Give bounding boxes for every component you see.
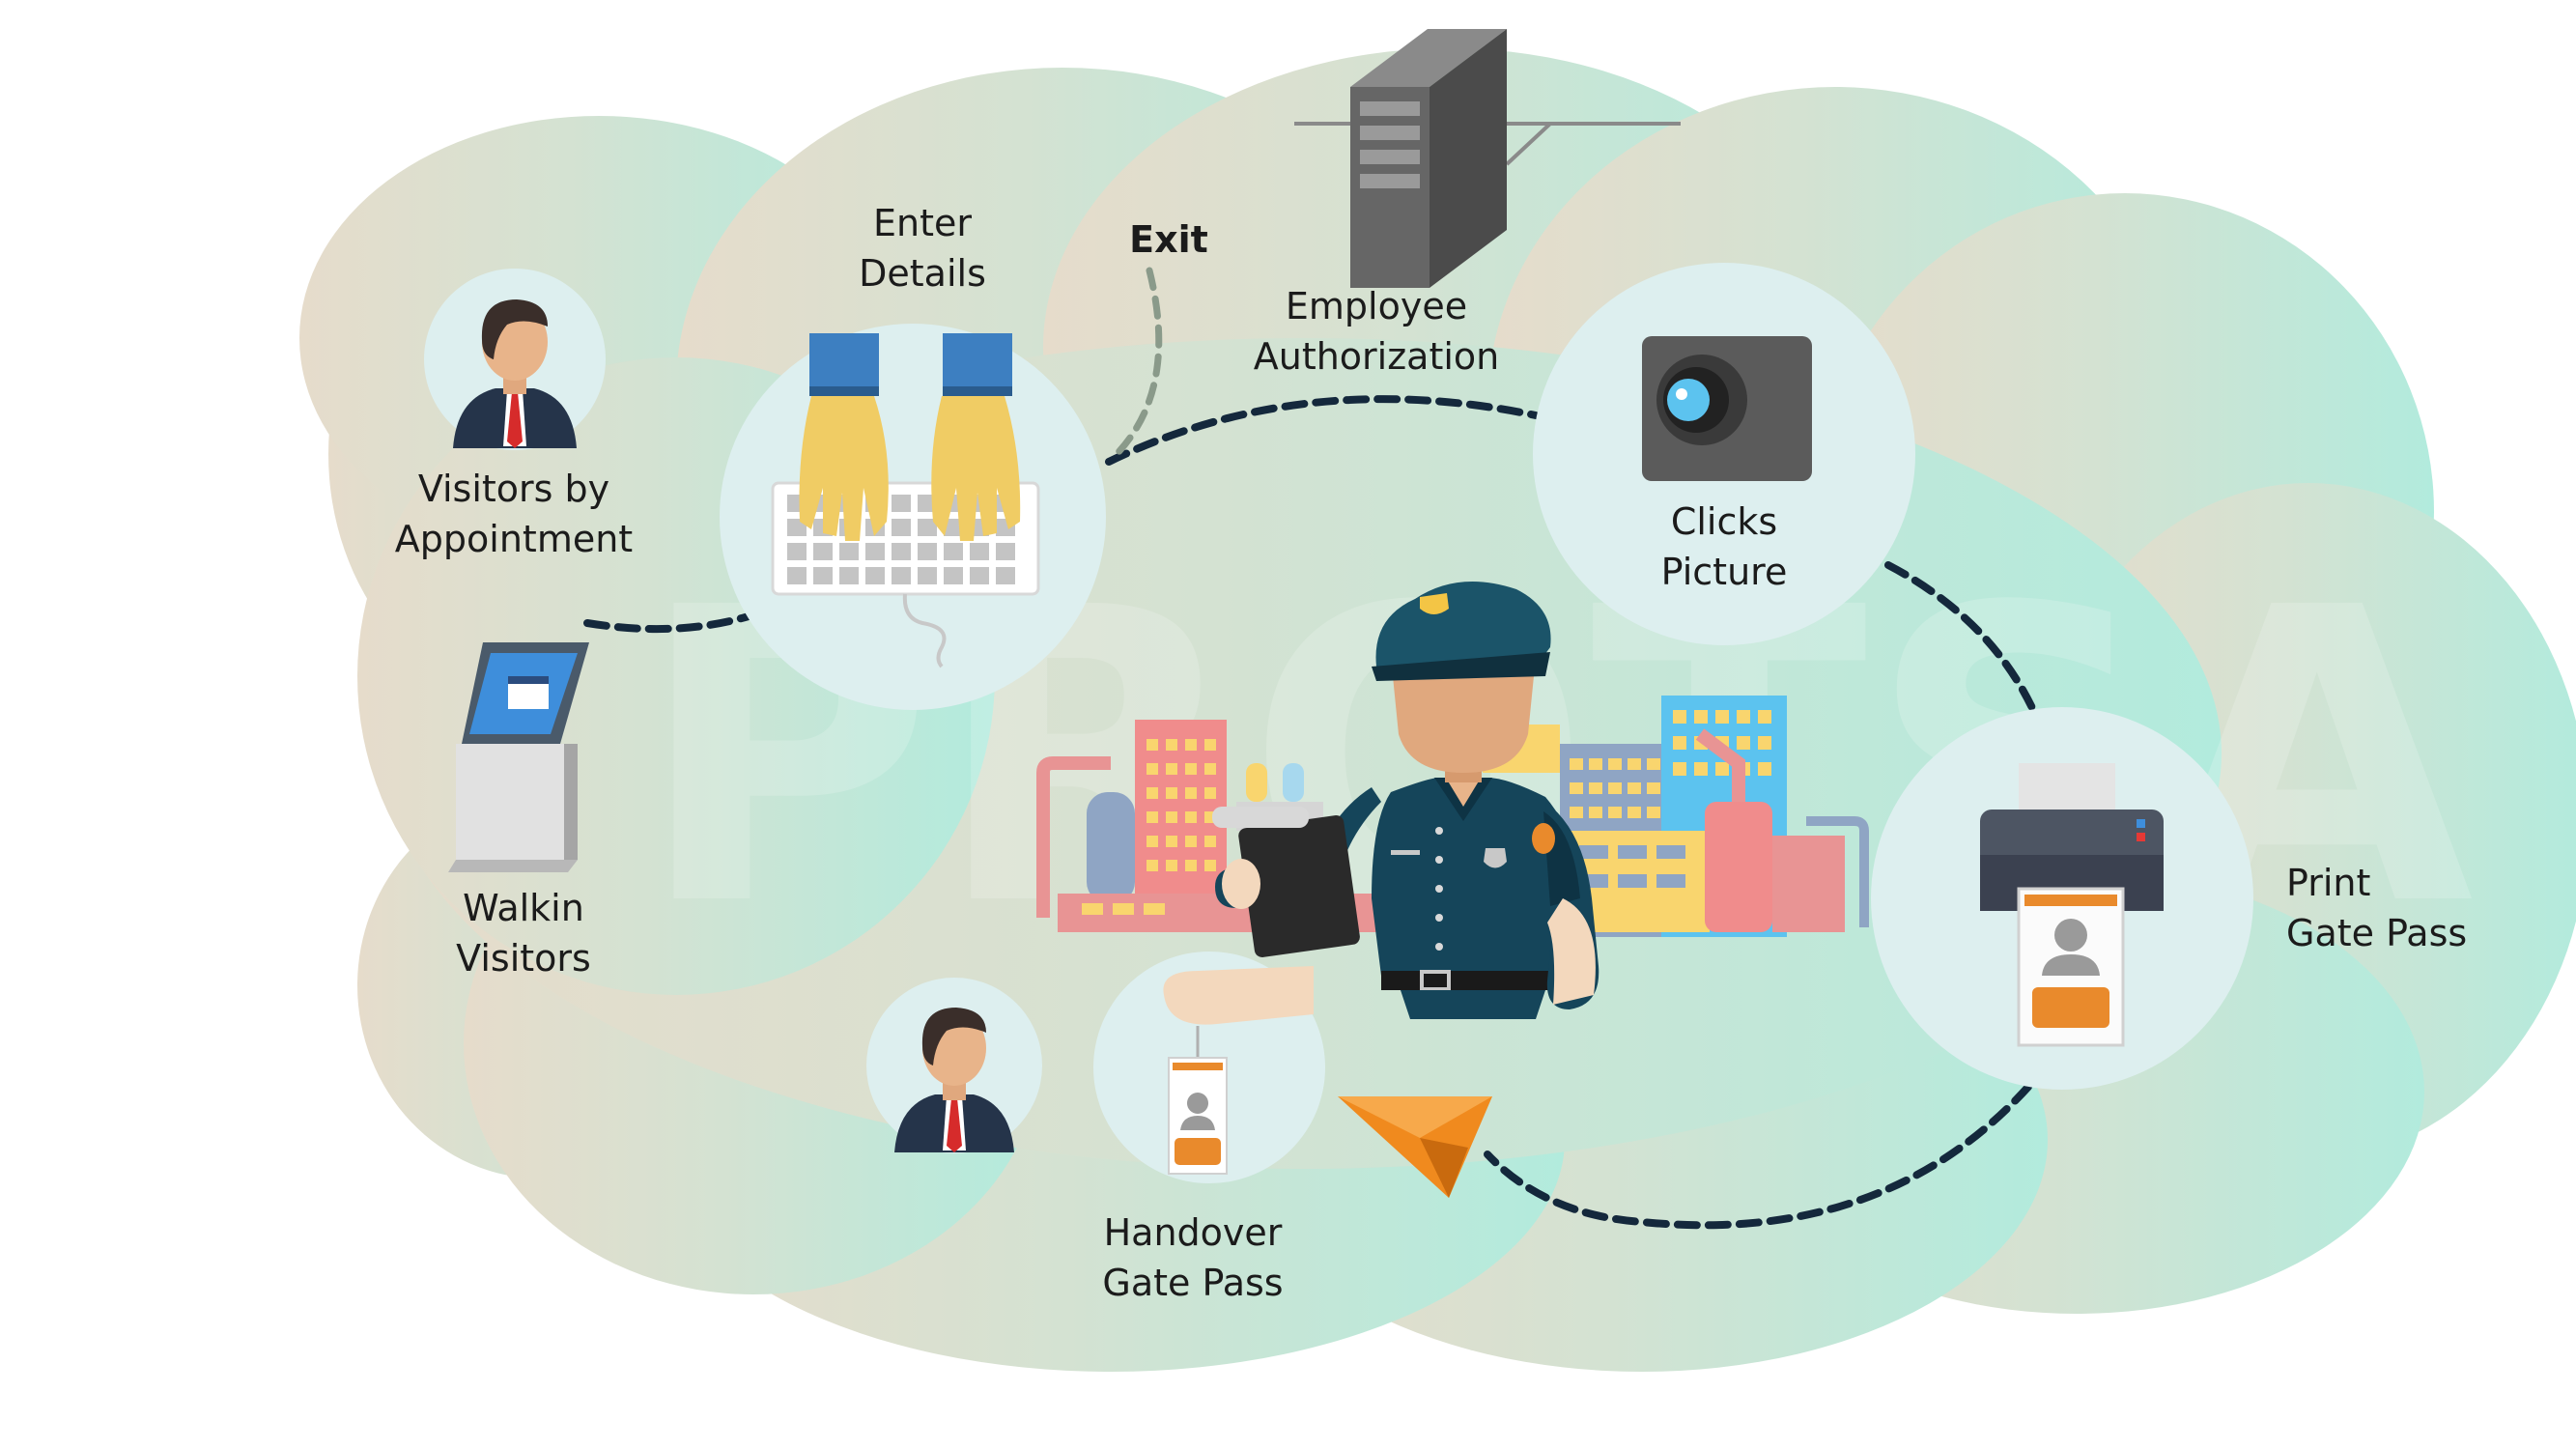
- employee-authorization-label: Employee Authorization: [1227, 281, 1526, 382]
- connector-camera-to-printer: [1884, 561, 2037, 714]
- printer-icon: [1980, 763, 2164, 1047]
- visitor-person-icon: [453, 299, 577, 448]
- print-gate-pass-line2: Gate Pass: [2286, 912, 2468, 954]
- print-gate-pass-label: Print Gate Pass: [2286, 858, 2518, 958]
- connector-details-to-camera: [1105, 395, 1540, 466]
- clicks-picture-line2: Picture: [1660, 551, 1788, 593]
- server-tower-icon: [1294, 29, 1681, 288]
- clicks-picture-line1: Clicks: [1670, 500, 1778, 543]
- visitor-person-icon-bottom: [894, 1008, 1014, 1152]
- enter-details-label: Enter Details: [821, 198, 1024, 298]
- employee-authorization-line2: Authorization: [1253, 335, 1500, 378]
- gate-pass-badge-icon: [1163, 966, 1314, 1175]
- clicks-picture-label: Clicks Picture: [1623, 497, 1826, 597]
- enter-details-line2: Details: [859, 252, 986, 295]
- walkin-visitors-line2: Visitors: [456, 937, 591, 980]
- flow-connectors: [583, 395, 2037, 1230]
- kiosk-icon: [448, 642, 589, 872]
- security-guard-icon: [1212, 582, 1599, 1019]
- paper-plane-icon: [1338, 1096, 1492, 1198]
- keyboard-hands-icon: [771, 333, 1040, 668]
- exit-path: [1115, 267, 1163, 456]
- enter-details-line1: Enter: [873, 202, 972, 244]
- visitors-by-appointment-label: Visitors by Appointment: [369, 464, 659, 564]
- print-gate-pass-line1: Print: [2286, 862, 2371, 904]
- exit-label: Exit: [1129, 218, 1208, 261]
- visitors-by-appointment-line2: Appointment: [394, 518, 634, 560]
- camera-icon: [1642, 336, 1812, 481]
- handover-gate-pass-line1: Handover: [1103, 1211, 1283, 1254]
- walkin-visitors-label: Walkin Visitors: [417, 883, 630, 983]
- employee-authorization-line1: Employee: [1285, 285, 1468, 327]
- handover-gate-pass-line2: Gate Pass: [1102, 1262, 1284, 1304]
- handover-gate-pass-label: Handover Gate Pass: [1082, 1208, 1304, 1308]
- connector-printer-to-handover: [1484, 1083, 2032, 1230]
- visitors-by-appointment-line1: Visitors by: [417, 468, 610, 510]
- connector-kiosk-to-details: [583, 612, 752, 634]
- walkin-visitors-line1: Walkin: [463, 887, 584, 929]
